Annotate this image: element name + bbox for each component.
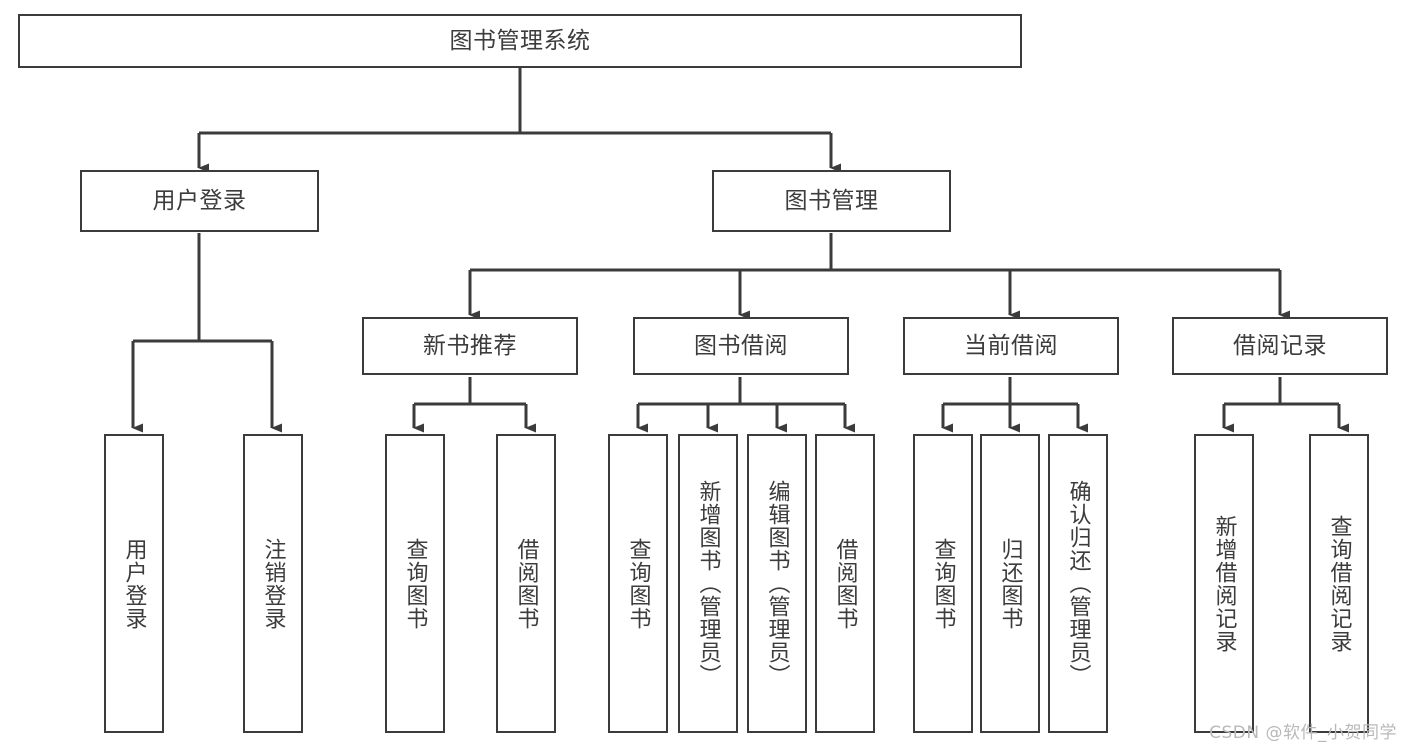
node-leaf-add-book-label: 新增图书（管理员） [695,480,721,687]
node-borrow-record[interactable]: 借阅记录 [1172,317,1388,375]
node-leaf-query-book-2[interactable]: 查询图书 [608,434,668,733]
node-leaf-query-book-1-label: 查询图书 [402,537,428,630]
node-leaf-query-book-3-label: 查询图书 [930,537,956,630]
node-leaf-confirm-return[interactable]: 确认归还（管理员） [1048,434,1108,733]
node-leaf-user-login[interactable]: 用户登录 [104,434,164,733]
node-borrow-record-label: 借阅记录 [1233,332,1327,359]
node-leaf-add-book[interactable]: 新增图书（管理员） [678,434,738,733]
node-leaf-add-record[interactable]: 新增借阅记录 [1194,434,1254,733]
node-leaf-user-login-label: 用户登录 [121,537,147,630]
node-leaf-return-book-label: 归还图书 [997,537,1023,630]
node-user-login-label: 用户登录 [152,187,247,214]
node-leaf-return-book[interactable]: 归还图书 [980,434,1040,733]
node-current-borrow-label: 当前借阅 [964,332,1058,359]
node-root-label: 图书管理系统 [449,27,591,54]
node-leaf-borrow-book-2[interactable]: 借阅图书 [815,434,875,733]
node-leaf-borrow-book-1[interactable]: 借阅图书 [496,434,556,733]
node-leaf-query-book-1[interactable]: 查询图书 [385,434,445,733]
watermark: CSDN @软件_小贺同学 [1209,723,1397,743]
node-new-book-rec[interactable]: 新书推荐 [362,317,578,375]
node-user-login[interactable]: 用户登录 [80,170,319,232]
node-leaf-borrow-book-1-label: 借阅图书 [513,537,539,630]
node-current-borrow[interactable]: 当前借阅 [903,317,1119,375]
node-new-book-rec-label: 新书推荐 [423,332,517,359]
node-leaf-query-book-3[interactable]: 查询图书 [913,434,973,733]
node-leaf-borrow-book-2-label: 借阅图书 [832,537,858,630]
node-book-manage-label: 图书管理 [784,187,879,214]
node-leaf-user-logout-label: 注销登录 [260,537,286,630]
node-book-borrow[interactable]: 图书借阅 [633,317,849,375]
node-leaf-query-record-label: 查询借阅记录 [1326,514,1352,653]
node-leaf-query-record[interactable]: 查询借阅记录 [1309,434,1369,733]
node-leaf-edit-book[interactable]: 编辑图书（管理员） [747,434,807,733]
node-leaf-add-record-label: 新增借阅记录 [1211,514,1237,653]
node-leaf-user-logout[interactable]: 注销登录 [243,434,303,733]
node-leaf-query-book-2-label: 查询图书 [625,537,651,630]
node-leaf-confirm-return-label: 确认归还（管理员） [1065,480,1091,687]
node-book-borrow-label: 图书借阅 [694,332,788,359]
node-leaf-edit-book-label: 编辑图书（管理员） [764,480,790,687]
node-root[interactable]: 图书管理系统 [18,14,1022,68]
node-book-manage[interactable]: 图书管理 [712,170,951,232]
